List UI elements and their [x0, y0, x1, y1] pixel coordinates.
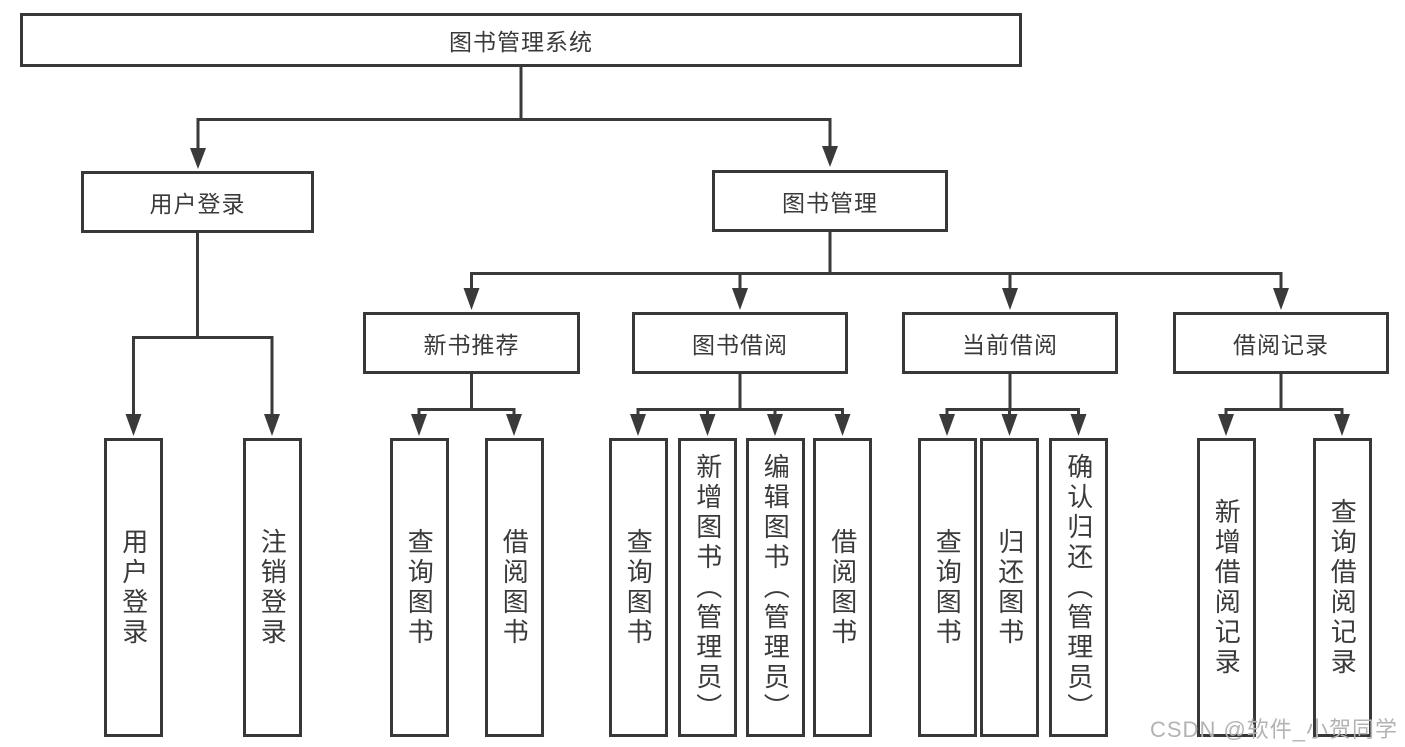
leaf-edit-book-admin-label: 编辑图书（管理员） [760, 452, 791, 723]
leaf-query-books-borrow-label: 查询图书 [623, 527, 654, 648]
leaf-borrow-books-borrow-label: 借阅图书 [827, 527, 858, 648]
leaf-borrow-books-recommend-label: 借阅图书 [499, 527, 530, 648]
leaf-query-books-recommend: 查询图书 [389, 438, 449, 737]
node-new-book-recommend: 新书推荐 [363, 312, 580, 374]
leaf-add-book-admin: 新增图书（管理员） [678, 438, 737, 737]
leaf-confirm-return-admin-label: 确认归还（管理员） [1063, 452, 1094, 723]
node-root: 图书管理系统 [20, 13, 1022, 67]
leaf-logout: 注销登录 [242, 438, 302, 737]
node-borrow-records: 借阅记录 [1173, 312, 1389, 374]
leaf-confirm-return-admin: 确认归还（管理员） [1049, 438, 1108, 737]
node-root-label: 图书管理系统 [449, 29, 593, 55]
watermark: CSDN @软件_小贺同学 [1150, 717, 1399, 742]
leaf-query-books-recommend-label: 查询图书 [404, 527, 435, 648]
node-book-management-label: 图书管理 [782, 190, 878, 216]
node-user-login-label: 用户登录 [149, 191, 246, 217]
leaf-query-books-borrow: 查询图书 [608, 438, 668, 737]
leaf-query-books-current: 查询图书 [917, 438, 977, 737]
leaf-borrow-books-borrow: 借阅图书 [813, 438, 872, 737]
leaf-return-books-label: 归还图书 [994, 527, 1025, 648]
node-new-book-recommend-label: 新书推荐 [423, 332, 520, 358]
leaf-user-login: 用户登录 [104, 438, 163, 737]
node-current-borrow-label: 当前借阅 [962, 332, 1058, 358]
node-book-borrow-label: 图书借阅 [692, 332, 788, 358]
leaf-edit-book-admin: 编辑图书（管理员） [745, 438, 805, 737]
leaf-return-books: 归还图书 [980, 438, 1039, 737]
leaf-add-book-admin-label: 新增图书（管理员） [692, 452, 723, 723]
leaf-borrow-books-recommend: 借阅图书 [484, 438, 544, 737]
node-borrow-records-label: 借阅记录 [1233, 332, 1329, 358]
leaf-add-borrow-record-label: 新增借阅记录 [1211, 497, 1242, 678]
leaf-query-books-current-label: 查询图书 [932, 527, 963, 648]
node-user-login: 用户登录 [81, 171, 314, 233]
leaf-add-borrow-record: 新增借阅记录 [1196, 438, 1256, 737]
node-book-borrow: 图书借阅 [632, 312, 848, 374]
node-current-borrow: 当前借阅 [902, 312, 1118, 374]
leaf-query-borrow-record-label: 查询借阅记录 [1327, 497, 1358, 678]
leaf-user-login-label: 用户登录 [118, 527, 149, 648]
leaf-query-borrow-record: 查询借阅记录 [1312, 438, 1372, 737]
leaf-logout-label: 注销登录 [257, 527, 288, 648]
node-book-management: 图书管理 [712, 170, 948, 232]
